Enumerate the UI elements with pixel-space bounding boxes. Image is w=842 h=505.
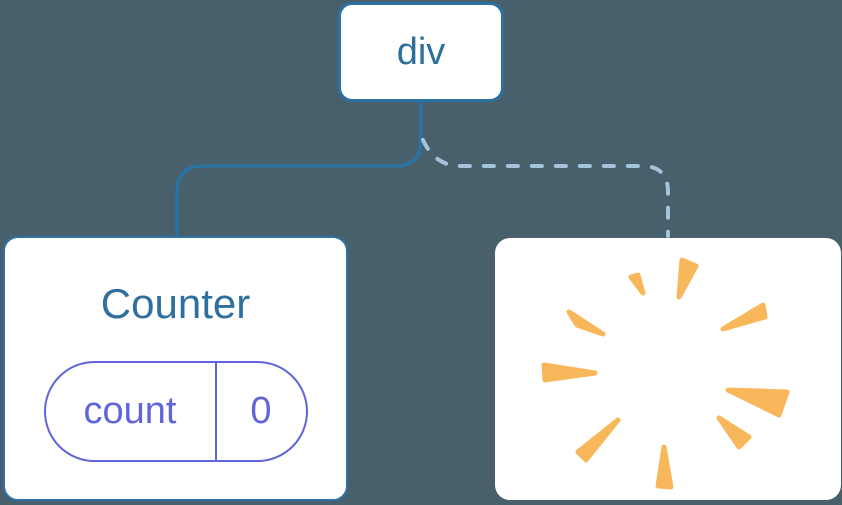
connector-dashed [421, 138, 670, 238]
node-div: div [338, 2, 504, 102]
poof-ray [541, 362, 598, 383]
state-key-label: count [46, 363, 217, 460]
poof-ray [575, 417, 621, 463]
poof-ray [720, 302, 768, 332]
poof-icon [541, 257, 790, 490]
poof-ray [655, 444, 674, 490]
state-pill: count 0 [43, 361, 308, 462]
node-div-label: div [396, 30, 446, 73]
connector-solid [175, 102, 423, 236]
state-value: 0 [250, 390, 272, 432]
poof-ray [716, 415, 752, 450]
poof-ray [628, 272, 646, 296]
node-counter: Counter count 0 [3, 236, 348, 501]
poof-ray [676, 257, 699, 300]
node-removed [495, 238, 841, 500]
counter-title: Counter [100, 280, 251, 327]
poof-ray [566, 309, 606, 337]
poof-ray [725, 387, 790, 418]
